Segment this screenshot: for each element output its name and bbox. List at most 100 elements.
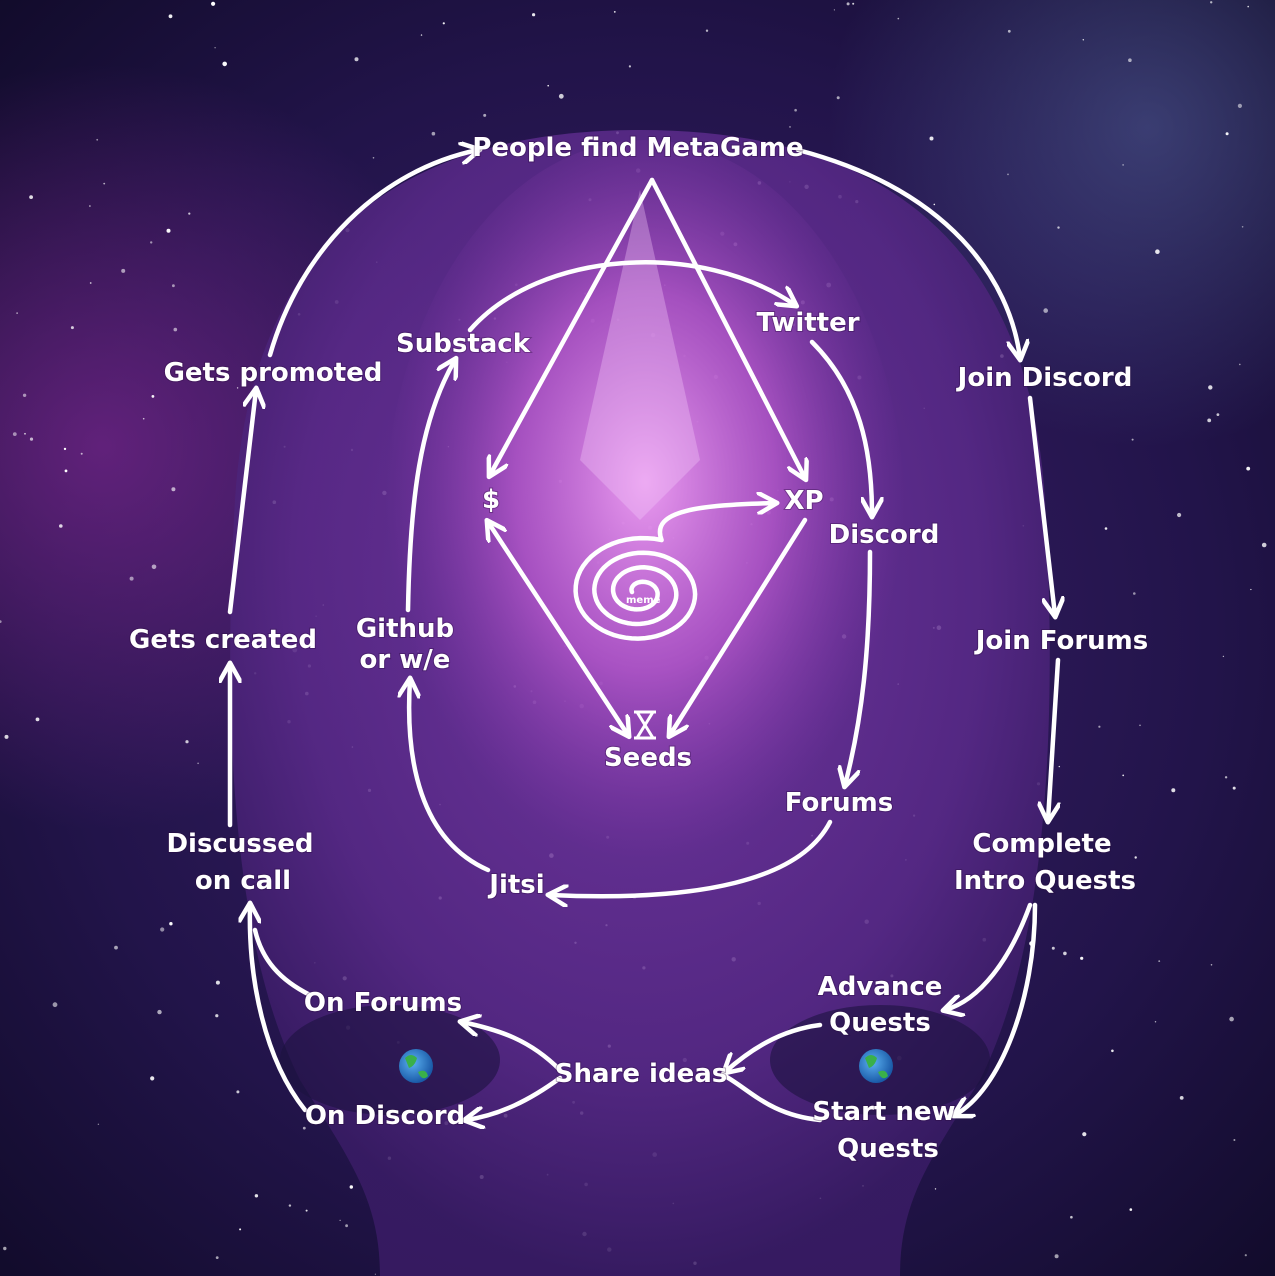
star bbox=[1098, 725, 1101, 728]
star bbox=[254, 1194, 259, 1198]
star bbox=[150, 241, 153, 244]
star bbox=[794, 108, 797, 112]
star bbox=[1104, 527, 1108, 530]
star bbox=[1090, 642, 1094, 647]
star bbox=[4, 734, 9, 739]
star bbox=[933, 203, 936, 206]
star bbox=[1210, 964, 1213, 966]
star bbox=[215, 1014, 219, 1018]
star bbox=[1158, 960, 1161, 962]
star bbox=[151, 395, 155, 398]
star bbox=[0, 620, 2, 623]
star bbox=[169, 922, 173, 926]
star bbox=[1222, 655, 1225, 658]
outer-loop-arrows bbox=[230, 150, 1058, 1120]
label-dollar: $ bbox=[482, 485, 500, 515]
star bbox=[345, 1224, 348, 1228]
star bbox=[1080, 956, 1084, 960]
label-share-ideas: Share ideas bbox=[555, 1059, 727, 1089]
star bbox=[1246, 466, 1251, 471]
star bbox=[150, 1076, 155, 1081]
star bbox=[214, 47, 216, 49]
star bbox=[52, 1002, 58, 1008]
label-discord: Discord bbox=[829, 520, 940, 550]
star bbox=[1241, 226, 1244, 228]
label-gets-promoted: Gets promoted bbox=[164, 358, 383, 388]
star bbox=[1111, 1049, 1114, 1053]
star bbox=[177, 377, 181, 381]
star bbox=[558, 93, 564, 99]
star bbox=[114, 945, 118, 950]
light-rays bbox=[580, 190, 700, 520]
star bbox=[171, 487, 176, 492]
star bbox=[215, 980, 220, 985]
core-arrows bbox=[488, 177, 805, 735]
label-complete-intro-quests-2: Intro Quests bbox=[954, 866, 1136, 896]
star bbox=[160, 927, 165, 932]
label-start-new-quests-2: Quests bbox=[837, 1134, 939, 1164]
star bbox=[442, 22, 445, 25]
star bbox=[63, 447, 67, 451]
star bbox=[80, 452, 83, 455]
star bbox=[1225, 132, 1229, 136]
star bbox=[1070, 1215, 1073, 1219]
star bbox=[1007, 173, 1009, 176]
star bbox=[24, 432, 26, 435]
label-twitter: Twitter bbox=[756, 308, 859, 338]
star bbox=[1058, 765, 1061, 768]
star bbox=[354, 57, 359, 62]
star bbox=[157, 1009, 162, 1015]
star bbox=[929, 136, 934, 141]
star bbox=[29, 437, 34, 441]
star bbox=[135, 632, 139, 635]
star bbox=[1247, 5, 1249, 8]
star bbox=[547, 84, 549, 87]
star bbox=[1261, 542, 1267, 548]
star bbox=[1237, 103, 1242, 108]
star bbox=[846, 2, 850, 6]
star bbox=[897, 17, 900, 20]
star bbox=[372, 157, 375, 159]
star bbox=[97, 1123, 100, 1126]
star bbox=[1139, 724, 1141, 727]
star bbox=[1007, 29, 1011, 33]
star bbox=[35, 717, 40, 722]
star bbox=[1122, 164, 1124, 166]
star bbox=[166, 228, 171, 233]
meme-label: meme bbox=[626, 595, 661, 606]
label-advance-quests: Advance bbox=[818, 972, 943, 1002]
star bbox=[236, 387, 239, 389]
star bbox=[103, 182, 106, 185]
star bbox=[613, 11, 616, 13]
outer-loop-labels: People find MetaGame Join Discord Join F… bbox=[128, 132, 1149, 1165]
cheek-left bbox=[280, 1005, 500, 1115]
label-on-forums: On Forums bbox=[304, 988, 462, 1018]
label-join-forums: Join Forums bbox=[974, 626, 1148, 656]
star bbox=[1179, 1096, 1184, 1100]
label-complete-intro-quests: Complete bbox=[972, 829, 1111, 859]
star bbox=[1244, 1254, 1247, 1257]
star bbox=[1057, 226, 1060, 229]
star bbox=[483, 113, 487, 117]
star bbox=[628, 65, 632, 68]
star bbox=[1216, 413, 1220, 416]
star bbox=[173, 327, 178, 332]
star bbox=[1131, 438, 1134, 441]
star bbox=[349, 1185, 353, 1189]
inner-loop-arrows bbox=[408, 260, 872, 896]
star bbox=[172, 284, 175, 288]
star bbox=[70, 326, 74, 330]
star bbox=[239, 1228, 242, 1231]
star bbox=[222, 61, 227, 67]
star bbox=[3, 1246, 7, 1251]
star bbox=[1232, 786, 1236, 790]
star bbox=[1154, 1021, 1157, 1023]
label-github-2: or w/e bbox=[360, 645, 451, 675]
label-discussed-on-call: Discussed bbox=[166, 829, 313, 859]
star bbox=[185, 740, 189, 744]
star bbox=[1128, 58, 1132, 62]
star bbox=[233, 838, 236, 841]
star bbox=[339, 1219, 341, 1221]
label-on-discord: On Discord bbox=[305, 1101, 465, 1131]
star bbox=[374, 1273, 376, 1275]
